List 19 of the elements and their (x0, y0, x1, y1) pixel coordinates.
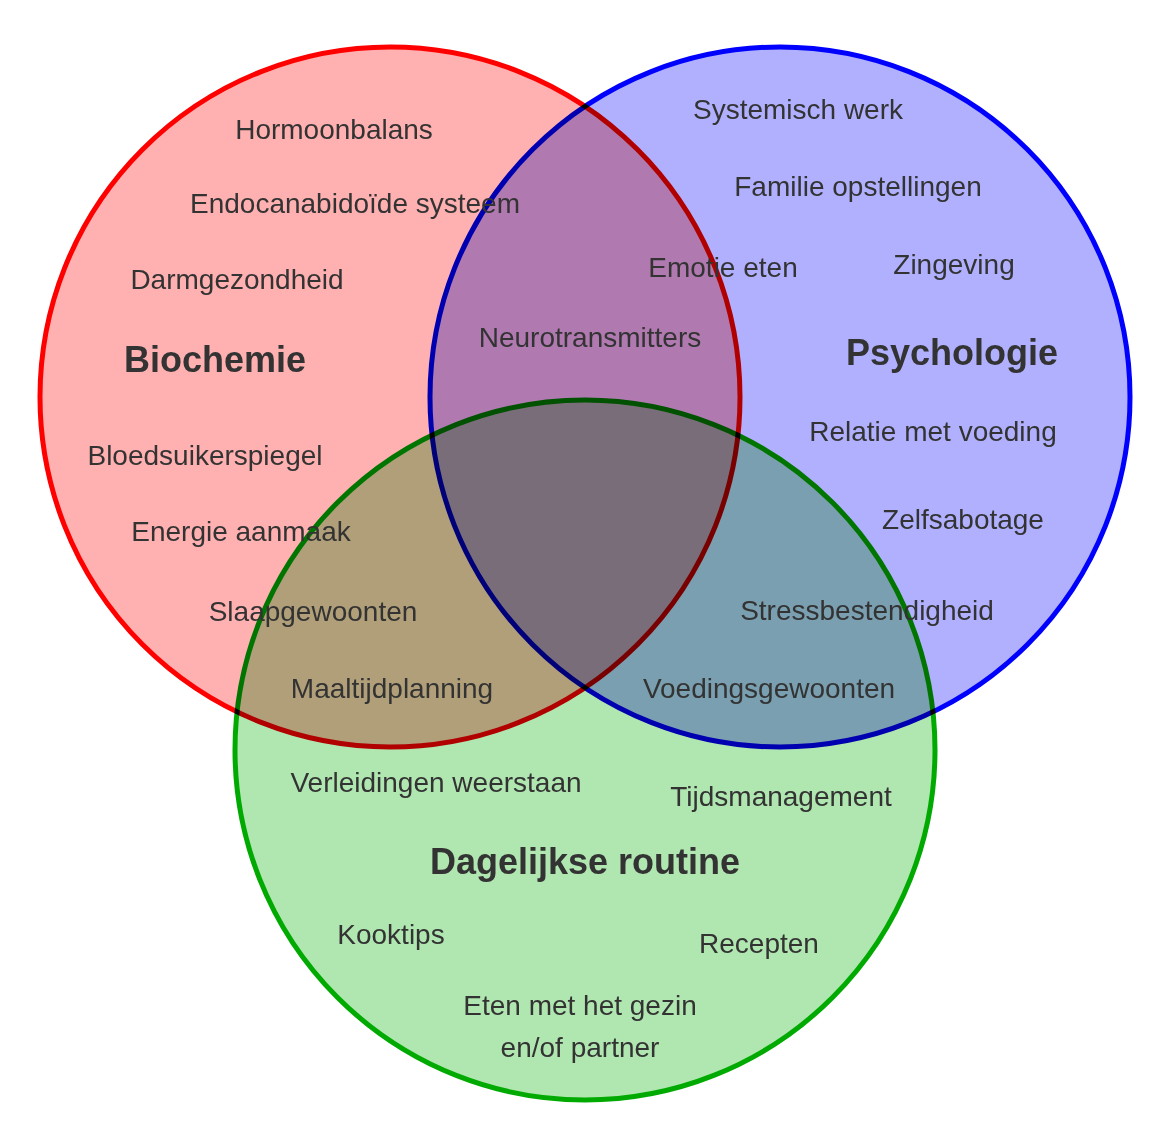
topic-label: Neurotransmitters (478, 322, 702, 354)
circle-heading: Biochemie (123, 339, 307, 381)
topic-label: Tijdsmanagement (670, 781, 892, 813)
circle-heading: Dagelijkse routine (429, 841, 741, 883)
topic-label: Voedingsgewoonten (642, 673, 896, 705)
topic-label: Maaltijdplanning (290, 673, 494, 705)
topic-label: Verleidingen weerstaan (290, 767, 582, 799)
circle-heading: Psychologie (845, 332, 1059, 374)
topic-label: Zingeving (893, 249, 1015, 281)
topic-label: Darmgezondheid (130, 264, 344, 296)
topic-label: Relatie met voeding (809, 416, 1057, 448)
topic-label: Recepten (699, 928, 819, 960)
topic-label: Systemisch werk (693, 94, 903, 126)
topic-label: Hormoonbalans (235, 114, 433, 146)
topic-label: Zelfsabotage (882, 504, 1044, 536)
topic-label: Familie opstellingen (734, 171, 982, 203)
topic-label: Eten met het gezin en/of partner (462, 989, 698, 1065)
topic-label: Kooktips (337, 919, 445, 951)
topic-label: Bloedsuikerspiegel (87, 440, 323, 472)
